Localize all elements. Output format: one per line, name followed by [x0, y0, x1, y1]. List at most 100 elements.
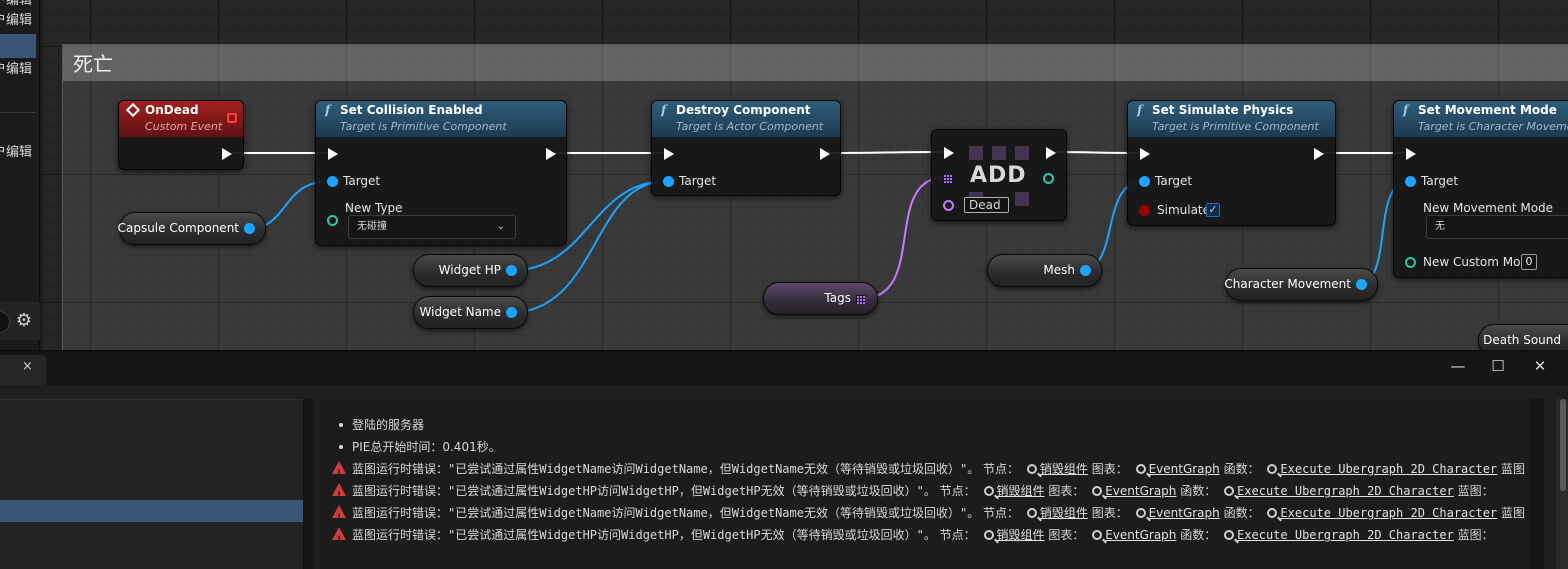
var-widget-hp[interactable]: Widget HP: [413, 254, 528, 287]
node-header: [652, 101, 840, 137]
left-panel-item[interactable]: 户编辑: [0, 13, 33, 28]
node-title: Set Simulate Physics: [1152, 103, 1294, 117]
chevron-down-icon: ⌄: [496, 221, 505, 232]
function-link[interactable]: Execute Ubergraph 2D Character: [1280, 506, 1498, 520]
function-link[interactable]: Execute Ubergraph 2D Character: [1280, 462, 1498, 476]
exec-out-pin[interactable]: [1314, 148, 1324, 160]
var-out-pin[interactable]: [506, 307, 517, 318]
var-out-pin[interactable]: [506, 265, 517, 276]
exec-in-pin[interactable]: [1140, 148, 1150, 160]
comment-box[interactable]: 死亡: [62, 44, 1568, 364]
var-out-pin[interactable]: [1080, 265, 1091, 276]
exec-in-pin[interactable]: [1406, 148, 1416, 160]
pin-label: Target: [343, 174, 381, 188]
node-link[interactable]: 销毁组件: [996, 484, 1045, 498]
message-log-panel: × — ☐ ✕ 登陆的服务器 PIE总开始时间：0.401秒。 蓝图运行时错误：…: [0, 350, 1568, 569]
var-capsule-component[interactable]: Capsule Component: [118, 212, 266, 245]
exec-in-pin[interactable]: [944, 147, 954, 159]
index-out-pin[interactable]: [1043, 173, 1054, 184]
search-icon: [1135, 508, 1146, 518]
function-icon: f: [1137, 103, 1143, 117]
function-label: 函数：: [1223, 506, 1260, 520]
exec-in-pin[interactable]: [664, 148, 674, 160]
close-icon[interactable]: ✕: [1533, 357, 1547, 375]
left-panel-item[interactable]: 户编辑: [0, 0, 33, 8]
minimize-icon[interactable]: —: [1450, 357, 1466, 375]
target-pin[interactable]: [1139, 176, 1150, 187]
search-icon: [1092, 486, 1103, 496]
pin-label: Simulate: [1157, 203, 1211, 217]
exec-out-pin[interactable]: [222, 148, 232, 160]
var-widget-name[interactable]: Widget Name: [413, 296, 528, 329]
error-icon: [332, 461, 346, 485]
log-category-list[interactable]: [0, 399, 303, 569]
simulate-pin[interactable]: [1139, 205, 1150, 216]
graph-link[interactable]: EventGraph: [1105, 528, 1177, 542]
error-icon: [332, 483, 346, 507]
exec-in-pin[interactable]: [328, 148, 338, 160]
var-label: Mesh: [1043, 263, 1075, 277]
function-link[interactable]: Execute Ubergraph 2D Character: [1237, 484, 1454, 498]
blueprint-label: 蓝图: [1501, 462, 1526, 476]
var-character-movement[interactable]: Character Movement: [1224, 268, 1378, 301]
maximize-icon[interactable]: ☐: [1491, 357, 1505, 375]
node-link[interactable]: 销毁组件: [1039, 506, 1088, 520]
graph-link[interactable]: EventGraph: [1105, 484, 1177, 498]
graph-link[interactable]: EventGraph: [1148, 506, 1220, 520]
comment-title[interactable]: 死亡: [63, 45, 1568, 81]
item-pin[interactable]: [943, 200, 954, 211]
node-link[interactable]: 销毁组件: [996, 528, 1045, 542]
node-destroy-component[interactable]: f Destroy Component Target is Actor Comp…: [651, 100, 841, 196]
node-set-movement-mode[interactable]: f Set Movement Mode Target is Character …: [1393, 100, 1568, 278]
log-scrollbar[interactable]: [1530, 399, 1544, 569]
exec-out-pin[interactable]: [546, 148, 556, 160]
collision-type-dropdown[interactable]: 无碰撞 ⌄: [348, 215, 516, 239]
function-label: 函数：: [1180, 528, 1217, 542]
log-messages[interactable]: 登陆的服务器 PIE总开始时间：0.401秒。 蓝图运行时错误："已尝试通过属性…: [313, 399, 1530, 569]
node-set-collision-enabled[interactable]: f Set Collision Enabled Target is Primit…: [315, 100, 567, 246]
node-set-simulate-physics[interactable]: f Set Simulate Physics Target is Primiti…: [1127, 100, 1336, 226]
custom-mode-input[interactable]: 0: [1521, 254, 1537, 270]
gear-icon[interactable]: ⚙: [15, 310, 33, 331]
node-title: OnDead: [145, 103, 199, 117]
left-panel-item[interactable]: 户编辑: [0, 145, 33, 160]
var-out-pin[interactable]: [244, 223, 255, 234]
splitter[interactable]: [303, 399, 313, 569]
var-out-pin[interactable]: [1356, 279, 1367, 290]
exec-out-pin[interactable]: [820, 148, 830, 160]
search-icon: [1267, 508, 1278, 518]
delegate-pin-icon[interactable]: [227, 113, 237, 123]
node-link[interactable]: 销毁组件: [1039, 462, 1088, 476]
node-add-tag[interactable]: ADD Dead: [931, 129, 1067, 221]
target-pin[interactable]: [327, 176, 338, 187]
movement-mode-dropdown[interactable]: 无: [1426, 215, 1568, 239]
tag-name-input[interactable]: Dead: [964, 197, 1009, 213]
custom-mode-pin[interactable]: [1405, 257, 1416, 268]
left-panel-item[interactable]: 户编辑: [0, 62, 33, 77]
log-text: 登陆的服务器: [352, 418, 425, 432]
simulate-checkbox[interactable]: ✓: [1206, 203, 1220, 217]
log-error-content: 蓝图运行时错误："已尝试通过属性WidgetName访问WidgetName，但…: [352, 458, 1525, 480]
node-on-dead[interactable]: OnDead Custom Event: [118, 100, 244, 170]
log-error-content: 蓝图运行时错误："已尝试通过属性WidgetHP访问WidgetHP，但Widg…: [352, 480, 1494, 502]
function-link[interactable]: Execute Ubergraph 2D Character: [1237, 528, 1454, 542]
graph-label: 图表：: [1091, 462, 1128, 476]
function-icon: f: [1403, 103, 1409, 117]
add-decoration: [992, 146, 1006, 160]
tab-message-log[interactable]: ×: [0, 355, 46, 385]
array-in-pin[interactable]: [943, 174, 952, 183]
target-pin[interactable]: [1405, 176, 1416, 187]
node-header: [316, 101, 566, 137]
graph-link[interactable]: EventGraph: [1148, 462, 1220, 476]
exec-out-pin[interactable]: [1046, 147, 1056, 159]
var-tags[interactable]: Tags: [763, 282, 878, 315]
scrollbar-thumb[interactable]: [1560, 399, 1566, 491]
log-category-selected[interactable]: [0, 500, 303, 522]
panel-scrollbar[interactable]: [1556, 399, 1568, 569]
close-icon[interactable]: ×: [22, 359, 33, 374]
var-array-pin[interactable]: [856, 295, 865, 304]
log-error-content: 蓝图运行时错误："已尝试通过属性WidgetHP访问WidgetHP，但Widg…: [352, 524, 1494, 546]
var-mesh[interactable]: Mesh: [987, 254, 1102, 287]
target-pin[interactable]: [663, 176, 674, 187]
new-type-pin[interactable]: [327, 215, 338, 226]
